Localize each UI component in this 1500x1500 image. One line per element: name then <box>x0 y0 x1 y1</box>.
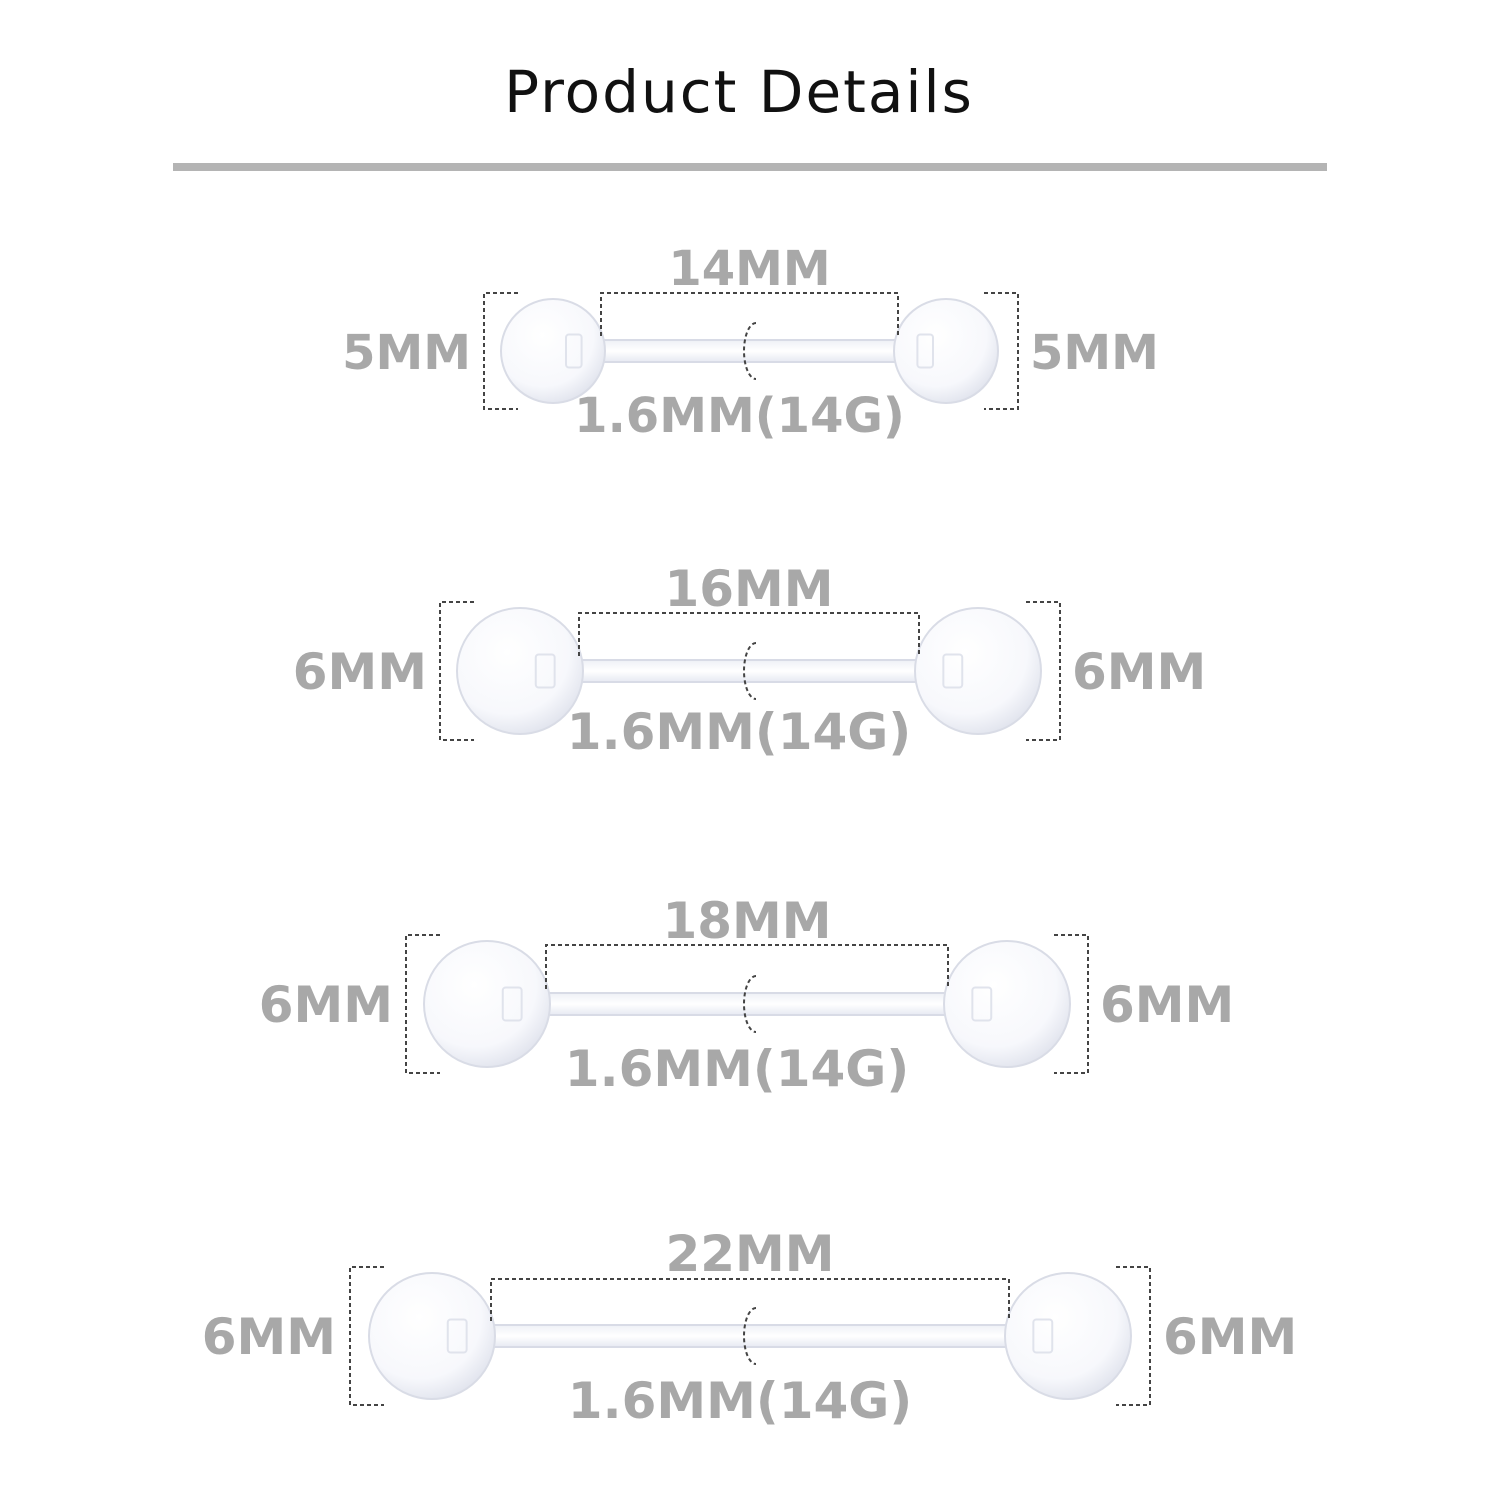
ball-thread-right <box>971 986 993 1022</box>
ball-left <box>423 940 551 1068</box>
ball-thread-left <box>565 333 583 369</box>
ball-size-right-label: 6MM <box>1163 1308 1297 1366</box>
ball-left <box>500 298 606 404</box>
ball-bracket-right <box>1116 1266 1151 1406</box>
barbell-shaft <box>576 659 922 683</box>
gauge-label: 1.6MM(14G) <box>574 388 905 444</box>
ball-size-left-label: 6MM <box>259 976 393 1034</box>
barbell-product: 22MM 1.6MM(14G) 6MM 6MM <box>202 1225 1298 1430</box>
gauge-label: 1.6MM(14G) <box>565 1040 909 1098</box>
gauge-marker <box>743 642 757 700</box>
length-label: 22MM <box>665 1225 834 1283</box>
ball-size-left-label: 6MM <box>293 643 427 701</box>
barbell-shaft <box>488 1324 1012 1348</box>
ball-size-right-label: 5MM <box>1030 325 1159 381</box>
length-label: 18MM <box>662 892 831 950</box>
ball-thread-left <box>534 653 556 689</box>
length-bracket <box>578 612 920 656</box>
ball-right <box>1004 1272 1132 1400</box>
length-bracket <box>545 944 949 989</box>
ball-thread-right <box>942 653 964 689</box>
page-title: Product Details <box>504 58 974 126</box>
ball-right <box>914 607 1042 735</box>
ball-bracket-right <box>984 292 1019 410</box>
length-label: 14MM <box>668 241 830 297</box>
ball-left <box>456 607 584 735</box>
ball-size-right-label: 6MM <box>1100 976 1234 1034</box>
ball-left <box>368 1272 496 1400</box>
ball-bracket-left <box>349 1266 384 1406</box>
barbell-product: 14MM 1.6MM(14G) 5MM 5MM <box>342 241 1159 444</box>
gauge-label: 1.6MM(14G) <box>567 703 911 761</box>
title-divider <box>173 163 1327 171</box>
ball-right <box>893 298 999 404</box>
gauge-label: 1.6MM(14G) <box>568 1372 912 1430</box>
ball-thread-left <box>446 1318 468 1354</box>
barbell-product: 18MM 1.6MM(14G) 6MM 6MM <box>259 892 1235 1098</box>
length-label: 16MM <box>664 560 833 618</box>
ball-size-left-label: 6MM <box>202 1308 336 1366</box>
ball-bracket-right <box>1054 934 1089 1074</box>
ball-thread-right <box>916 333 935 369</box>
ball-bracket-left <box>439 601 474 741</box>
gauge-marker <box>743 322 757 380</box>
ball-thread-left <box>501 986 523 1022</box>
ball-size-right-label: 6MM <box>1072 643 1206 701</box>
ball-thread-right <box>1032 1318 1054 1354</box>
length-bracket <box>490 1278 1010 1321</box>
ball-bracket-left <box>483 292 518 410</box>
barbell-shaft <box>598 339 901 363</box>
gauge-marker <box>743 975 757 1033</box>
ball-right <box>943 940 1071 1068</box>
ball-size-left-label: 5MM <box>342 325 471 381</box>
ball-bracket-right <box>1026 601 1061 741</box>
length-bracket <box>600 292 899 336</box>
barbell-shaft <box>543 992 951 1016</box>
ball-bracket-left <box>405 934 440 1074</box>
gauge-marker <box>743 1307 757 1365</box>
barbell-product: 16MM 1.6MM(14G) 6MM 6MM <box>293 560 1207 761</box>
